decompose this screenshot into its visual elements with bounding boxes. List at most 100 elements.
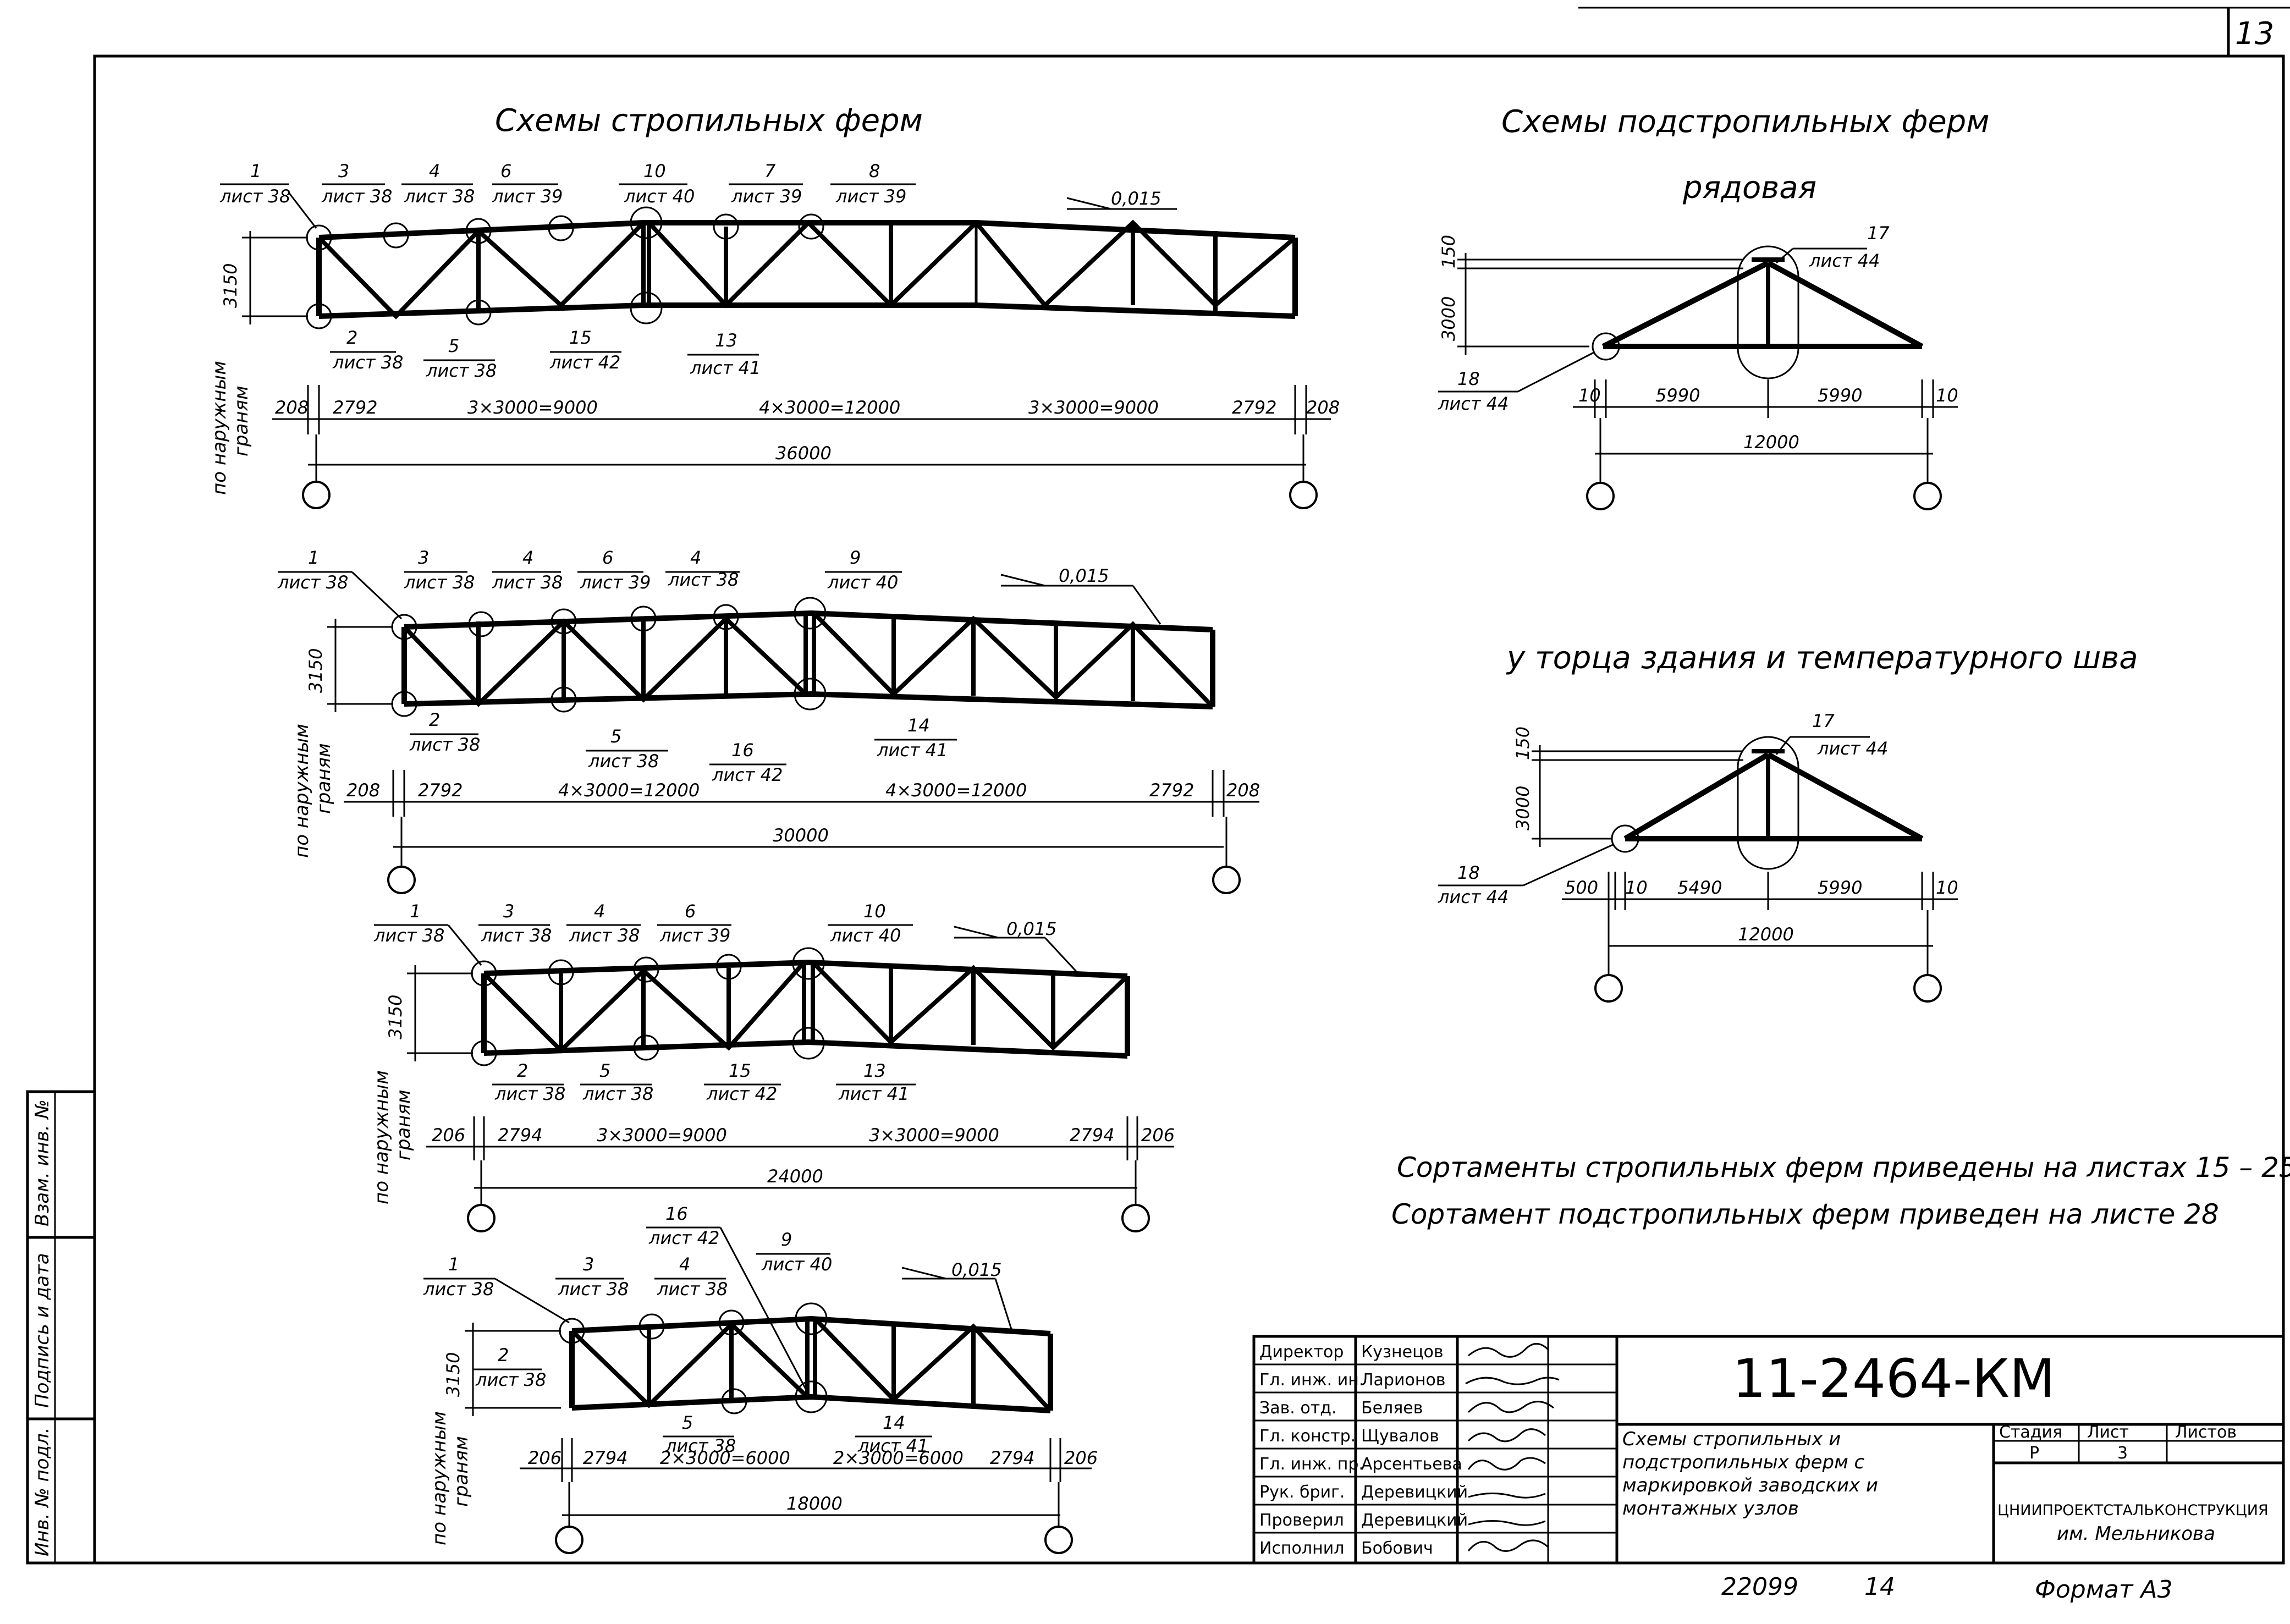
svg-text:лист 38: лист 38	[668, 569, 739, 590]
leaders-bottom: 2 лист 38 5 лист 38 15 лист 42 13 лист 4…	[492, 1060, 916, 1104]
svg-text:1: 1	[250, 161, 261, 181]
svg-text:16: 16	[665, 1203, 688, 1224]
truss-30000: 0,015 1 лист 38 3 лист 38 4 лист 38 6 ли…	[277, 547, 1260, 894]
svg-text:граням: граням	[313, 743, 335, 814]
svg-text:лист 38: лист 38	[657, 1279, 728, 1300]
svg-text:10: 10	[1936, 385, 1958, 406]
leaders-bottom: 2 лист 38 5 лист 38 14 лист 41	[473, 1345, 932, 1456]
svg-text:206: 206	[1064, 1447, 1098, 1468]
svg-text:0,015: 0,015	[1059, 565, 1109, 586]
subtitle-end-of-building: у торца здания и температурного шва	[1506, 640, 2138, 676]
svg-text:лист 39: лист 39	[492, 186, 563, 207]
svg-text:лист 44: лист 44	[1438, 887, 1509, 907]
svg-text:3000: 3000	[1438, 296, 1459, 341]
svg-text:Листов: Листов	[2175, 1423, 2237, 1442]
slope-label: 0,015	[1111, 188, 1161, 209]
svg-text:2: 2	[498, 1345, 509, 1366]
svg-text:3150: 3150	[305, 648, 326, 693]
svg-text:206: 206	[528, 1447, 562, 1468]
svg-text:3×3000=9000: 3×3000=9000	[1028, 397, 1159, 418]
truss-18000: 0,015 1 лист 38 3 лист 38 4 лист 38 16 л…	[423, 1203, 1098, 1554]
doc-title-line3: маркировкой заводских и	[1622, 1474, 1878, 1496]
leaders-top: 1 лист 38 3 лист 38 4 лист 38 6 лист 39 …	[277, 547, 902, 620]
svg-text:граням: граням	[230, 386, 252, 456]
svg-text:2: 2	[346, 327, 357, 348]
svg-text:8: 8	[869, 161, 880, 181]
svg-text:150: 150	[1438, 235, 1459, 268]
svg-text:10: 10	[863, 901, 886, 922]
svg-text:10: 10	[1578, 385, 1601, 406]
svg-text:9: 9	[781, 1229, 792, 1250]
svg-text:0,015: 0,015	[951, 1259, 1002, 1280]
svg-text:5: 5	[448, 335, 459, 356]
svg-text:Деревицкий: Деревицкий	[1361, 1511, 1468, 1530]
span-24000: 24000	[767, 1166, 823, 1187]
svg-text:15: 15	[729, 1060, 751, 1081]
svg-text:лист 38: лист 38	[277, 572, 348, 593]
svg-text:лист 44: лист 44	[1438, 393, 1509, 414]
svg-text:2: 2	[517, 1060, 528, 1081]
svg-text:9: 9	[850, 547, 861, 568]
svg-text:13: 13	[715, 330, 737, 351]
svg-text:лист 42: лист 42	[648, 1227, 719, 1248]
svg-text:208: 208	[275, 397, 309, 418]
svg-text:2794: 2794	[498, 1125, 542, 1146]
org-name: ЦНИИПРОЕКТСТАЛЬКОНСТРУКЦИЯ	[1997, 1502, 2269, 1519]
stamp-replace-inv: Взам. инв. №	[31, 1099, 53, 1226]
svg-text:5: 5	[599, 1060, 610, 1081]
svg-text:Бобович: Бобович	[1361, 1539, 1433, 1558]
svg-text:1: 1	[448, 1254, 459, 1275]
svg-text:Беляев: Беляев	[1361, 1399, 1423, 1418]
span-18000: 18000	[786, 1493, 843, 1514]
svg-text:лист 40: лист 40	[830, 925, 901, 946]
svg-text:лист 41: лист 41	[690, 357, 761, 378]
svg-text:4×3000=12000: 4×3000=12000	[558, 780, 700, 801]
doc-title-line2: подстропильных ферм с	[1622, 1451, 1865, 1473]
svg-text:3000: 3000	[1512, 786, 1533, 830]
svg-text:3150: 3150	[220, 263, 241, 308]
svg-text:лист 38: лист 38	[492, 572, 563, 593]
svg-text:2: 2	[429, 709, 440, 730]
svg-text:3: 3	[338, 161, 349, 181]
svg-text:Лист: Лист	[2087, 1423, 2129, 1442]
svg-text:лист 39: лист 39	[731, 186, 802, 207]
svg-text:4: 4	[594, 901, 605, 922]
svg-text:лист 41: лист 41	[857, 1435, 928, 1456]
doc-title-line4: монтажных узлов	[1622, 1498, 1799, 1520]
doc-code: 11-2464-КМ	[1732, 1348, 2055, 1410]
svg-text:2794: 2794	[1070, 1125, 1114, 1146]
svg-text:лист 42: лист 42	[712, 764, 783, 785]
svg-text:лист 40: лист 40	[827, 572, 898, 593]
svg-text:лист 38: лист 38	[582, 1083, 653, 1104]
svg-text:Зав. отд.: Зав. отд.	[1259, 1399, 1336, 1418]
svg-text:4: 4	[429, 161, 440, 181]
svg-text:лист 38: лист 38	[426, 360, 497, 381]
svg-text:по наружным: по наружным	[371, 1070, 393, 1204]
note-subrafter-sortament: Сортамент подстропильных ферм приведен н…	[1391, 1198, 2219, 1230]
svg-text:лист 38: лист 38	[404, 186, 475, 207]
svg-text:лист 41: лист 41	[838, 1083, 909, 1104]
svg-text:2×3000=6000: 2×3000=6000	[833, 1447, 964, 1468]
svg-text:по наружным: по наружным	[291, 724, 313, 858]
svg-text:лист 39: лист 39	[580, 572, 651, 593]
svg-text:Рук. бриг.: Рук. бриг.	[1259, 1483, 1345, 1502]
svg-text:1: 1	[308, 547, 319, 568]
svg-text:18: 18	[1457, 862, 1480, 883]
svg-text:3×3000=9000: 3×3000=9000	[467, 397, 598, 418]
svg-text:500: 500	[1565, 877, 1598, 898]
svg-text:Проверил: Проверил	[1259, 1511, 1344, 1530]
subtitle-ordinary: рядовая	[1682, 170, 1816, 206]
svg-text:Щувалов: Щувалов	[1361, 1427, 1439, 1446]
svg-text:лист 41: лист 41	[877, 740, 948, 761]
svg-text:5990: 5990	[1818, 877, 1862, 898]
svg-text:3: 3	[583, 1254, 594, 1275]
sheet-frame: 13	[93, 7, 2290, 1565]
org-sub: им. Мельникова	[2057, 1523, 2215, 1545]
svg-text:Директор: Директор	[1259, 1342, 1344, 1362]
svg-text:2792: 2792	[1149, 780, 1194, 801]
svg-text:4: 4	[522, 547, 533, 568]
svg-text:лист 40: лист 40	[624, 186, 695, 207]
svg-text:лист 38: лист 38	[373, 925, 444, 946]
stamp-sign-date: Подпись и дата	[31, 1253, 53, 1408]
